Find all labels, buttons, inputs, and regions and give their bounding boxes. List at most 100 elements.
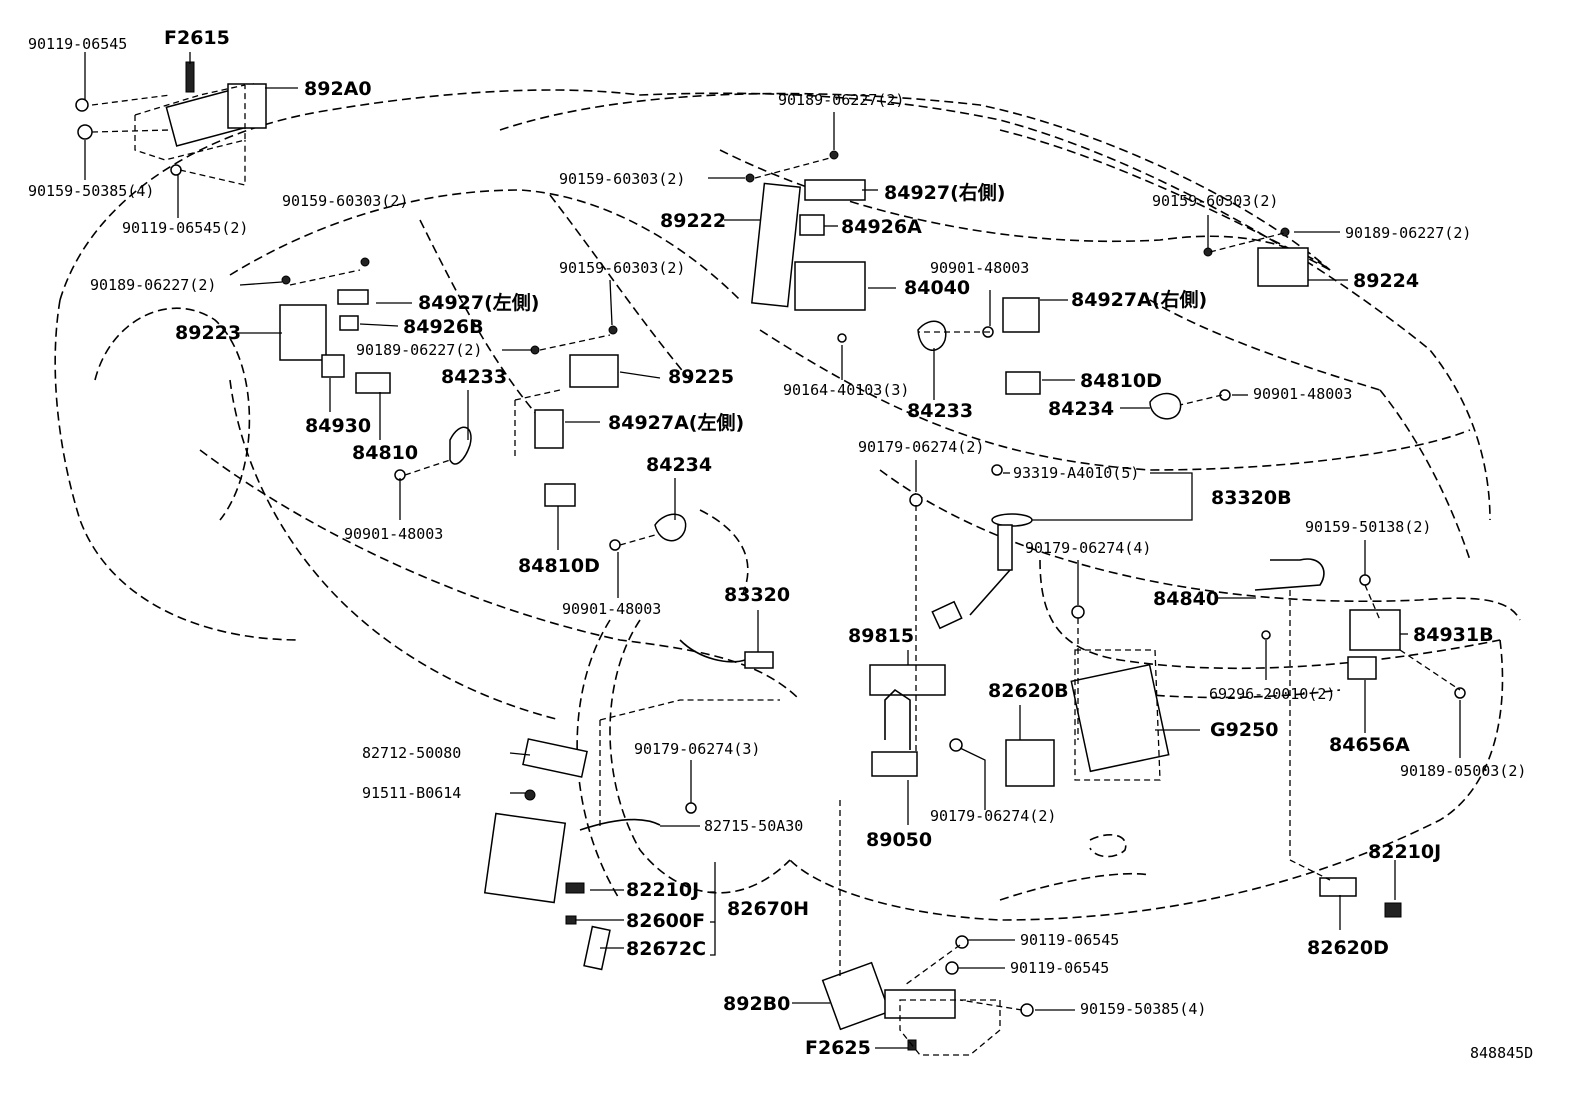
label-l40: 83320B <box>1211 487 1292 509</box>
label-l12: 84233 <box>441 366 507 388</box>
label-l49: 89815 <box>848 625 914 647</box>
label-l66: 90159-50385(4) <box>1080 1000 1206 1018</box>
grommet-90179-06274-b-icon <box>1071 605 1085 619</box>
label-l45: 69296-20010(2) <box>1209 685 1335 703</box>
label-l35: 84810D <box>1080 370 1162 392</box>
label-l3: 892A0 <box>304 78 372 100</box>
label-l19: 84926A <box>841 216 922 238</box>
label-l36: 84234 <box>1048 398 1114 420</box>
label-l28: 90164-40103(3) <box>783 381 909 399</box>
part-83320B-arm <box>969 569 1011 616</box>
part-G9250 <box>1070 663 1170 773</box>
part-89222 <box>751 182 801 308</box>
nut-90189-05003-icon <box>1454 687 1466 699</box>
label-l4: 90159-50385(4) <box>28 182 154 200</box>
bolt-90119-06545-icon <box>75 98 89 112</box>
label-l52: 82712-50080 <box>362 744 461 762</box>
part-82712-50080 <box>522 738 588 778</box>
part-84927A-left <box>534 409 564 449</box>
part-82210J <box>565 882 585 894</box>
part-82620D <box>1319 877 1357 897</box>
nut-90159-50138-icon <box>1359 574 1371 586</box>
label-l16: 90159-60303(2) <box>559 259 685 277</box>
part-89050-bracket <box>884 688 911 750</box>
grommet-90179-06274-d-icon <box>685 802 697 814</box>
label-l67: 892B0 <box>723 993 790 1015</box>
label-l9: 89223 <box>175 322 241 344</box>
part-892B0 <box>821 961 891 1031</box>
label-l34: 89224 <box>1353 270 1419 292</box>
label-l1: 90119-06545 <box>28 35 127 53</box>
label-l63: 82620D <box>1307 937 1389 959</box>
part-82670H-ecu <box>483 812 567 904</box>
part-89224 <box>1257 247 1309 287</box>
part-84040 <box>794 261 866 311</box>
leader-lines <box>84 52 1461 1049</box>
part-89050 <box>871 751 918 777</box>
label-l54: 90179-06274(3) <box>634 740 760 758</box>
part-labels: 90119-06545 F2615 892A0 90159-50385(4) 9… <box>28 27 1533 1062</box>
label-l41: 90179-06274(4) <box>1025 539 1151 557</box>
part-892A0-body <box>227 83 267 129</box>
nut-90159-50385-b-icon <box>1020 1003 1034 1017</box>
clip-90189-06227-d-icon <box>1280 227 1290 237</box>
part-84927-right <box>804 179 866 201</box>
label-l17: 84927(右側) <box>884 181 1005 204</box>
part-84810D-right <box>1005 371 1041 395</box>
label-l44: 84931B <box>1413 624 1494 646</box>
label-l14: 90901-48003 <box>344 525 443 543</box>
label-l38: 90179-06274(2) <box>858 438 984 456</box>
part-82715-50A30 <box>579 818 661 831</box>
label-l6: 90159-60303(2) <box>282 192 408 210</box>
part-84930 <box>321 354 345 378</box>
screw-90159-60303-c-icon <box>745 173 755 183</box>
part-82672C <box>583 925 611 971</box>
grommet-90179-06274-c-icon <box>949 738 963 752</box>
g9250-outline <box>1074 649 1161 781</box>
label-l33: 90189-06227(2) <box>1345 224 1471 242</box>
nut-90159-50385-icon <box>77 124 93 140</box>
diagram-code: 848845D <box>1470 1044 1533 1062</box>
label-l31: 84927A(右側) <box>1071 288 1207 311</box>
grommet-90179-06274-icon <box>909 493 923 507</box>
label-l37: 90901-48003 <box>1253 385 1352 403</box>
part-89225 <box>569 354 619 388</box>
part-84927A-right <box>1002 297 1040 333</box>
label-l58: 82210J <box>626 879 699 901</box>
part-83320B-flange <box>991 513 1033 527</box>
bolt-90119-06545-2-icon <box>170 164 182 176</box>
screw-69296-20010-icon <box>1261 630 1271 640</box>
label-l24: 84927A(左側) <box>608 411 744 434</box>
label-l20: 90159-60303(2) <box>559 170 685 188</box>
bolt-91511-B0614-icon <box>524 789 536 801</box>
label-l64: 90119-06545 <box>1020 931 1119 949</box>
part-83320B-tube <box>997 524 1013 571</box>
part-84840 <box>1254 558 1325 591</box>
screw-90159-60303-icon <box>360 257 370 267</box>
label-l13: 84810 <box>352 442 418 464</box>
label-l62: 82210J <box>1368 841 1441 863</box>
label-l48: 83320 <box>724 584 790 606</box>
part-83320B-float <box>931 600 963 630</box>
label-l60: 82672C <box>626 938 706 960</box>
part-84810 <box>355 372 391 394</box>
label-l7: 90189-06227(2) <box>90 276 216 294</box>
label-l61: 82670H <box>727 898 809 920</box>
screw-90901-48003-b-icon <box>609 539 621 551</box>
part-84810D-left <box>544 483 576 507</box>
label-l21: 90189-06227(2) <box>778 91 904 109</box>
label-l25: 84234 <box>646 454 712 476</box>
label-l57: 90179-06274(2) <box>930 807 1056 825</box>
label-l15: 90189-06227(2) <box>356 341 482 359</box>
label-l43: 84840 <box>1153 588 1219 610</box>
part-83320-cable <box>679 639 746 663</box>
label-l8: 84927(左側) <box>418 291 539 314</box>
label-l39: 93319-A4010(5) <box>1013 464 1139 482</box>
part-82620B <box>1005 739 1055 787</box>
bolt-90119-06545-d-icon <box>945 961 959 975</box>
part-83320 <box>744 651 774 669</box>
label-l46: 84656A <box>1329 734 1410 756</box>
label-l27: 90901-48003 <box>562 600 661 618</box>
label-l22: 84040 <box>904 277 970 299</box>
